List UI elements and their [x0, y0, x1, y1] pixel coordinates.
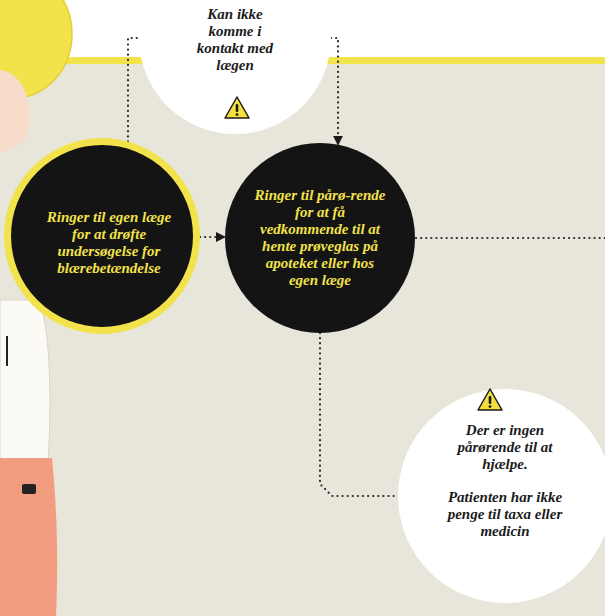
node-text-block: Ringer til pårø-rende for at få vedkomme… — [252, 187, 388, 289]
warning-dot — [489, 405, 492, 408]
warning-triangle — [225, 97, 249, 118]
dotted-connector — [320, 333, 398, 496]
warning-mark — [236, 104, 239, 112]
warning-triangle-shape — [478, 389, 502, 410]
node-text-block: Kan ikke komme i kontakt med lægen — [190, 6, 280, 74]
dotted-connector — [331, 38, 338, 145]
warning-mark — [489, 396, 492, 404]
person-trousers — [0, 458, 57, 616]
node-text-block: Ringer til egen læge for at drøfte under… — [42, 209, 176, 277]
dotted-leader — [416, 237, 605, 239]
warning-dot — [236, 113, 239, 116]
node-label: Ringer til pårø-rende for at få vedkomme… — [252, 187, 388, 289]
warning-triangle — [478, 389, 502, 410]
node-label: Patienten har ikke penge til taxa eller … — [436, 489, 574, 540]
step-circle: Ringer til egen læge for at drøfte under… — [4, 138, 200, 334]
dotted-connector — [128, 38, 139, 142]
person-shirt — [0, 300, 50, 462]
person-face — [0, 70, 30, 152]
person-arm-line — [6, 336, 8, 366]
node-label: Der er ingen pårørende til at hjælpe. — [436, 422, 574, 473]
step-circle: Ringer til pårø-rende for at få vedkomme… — [225, 143, 415, 333]
problem-circle: Der er ingen pårørende til at hjælpe. Pat… — [398, 389, 605, 603]
warning-triangle-shape — [225, 97, 249, 118]
dotted-connector — [200, 236, 225, 238]
node-text-block: Der er ingen pårørende til at hjælpe. Pat… — [436, 422, 574, 540]
node-label: Kan ikke komme i kontakt med lægen — [190, 6, 280, 74]
person-belt — [22, 484, 36, 494]
node-label: Ringer til egen læge for at drøfte under… — [42, 209, 176, 277]
